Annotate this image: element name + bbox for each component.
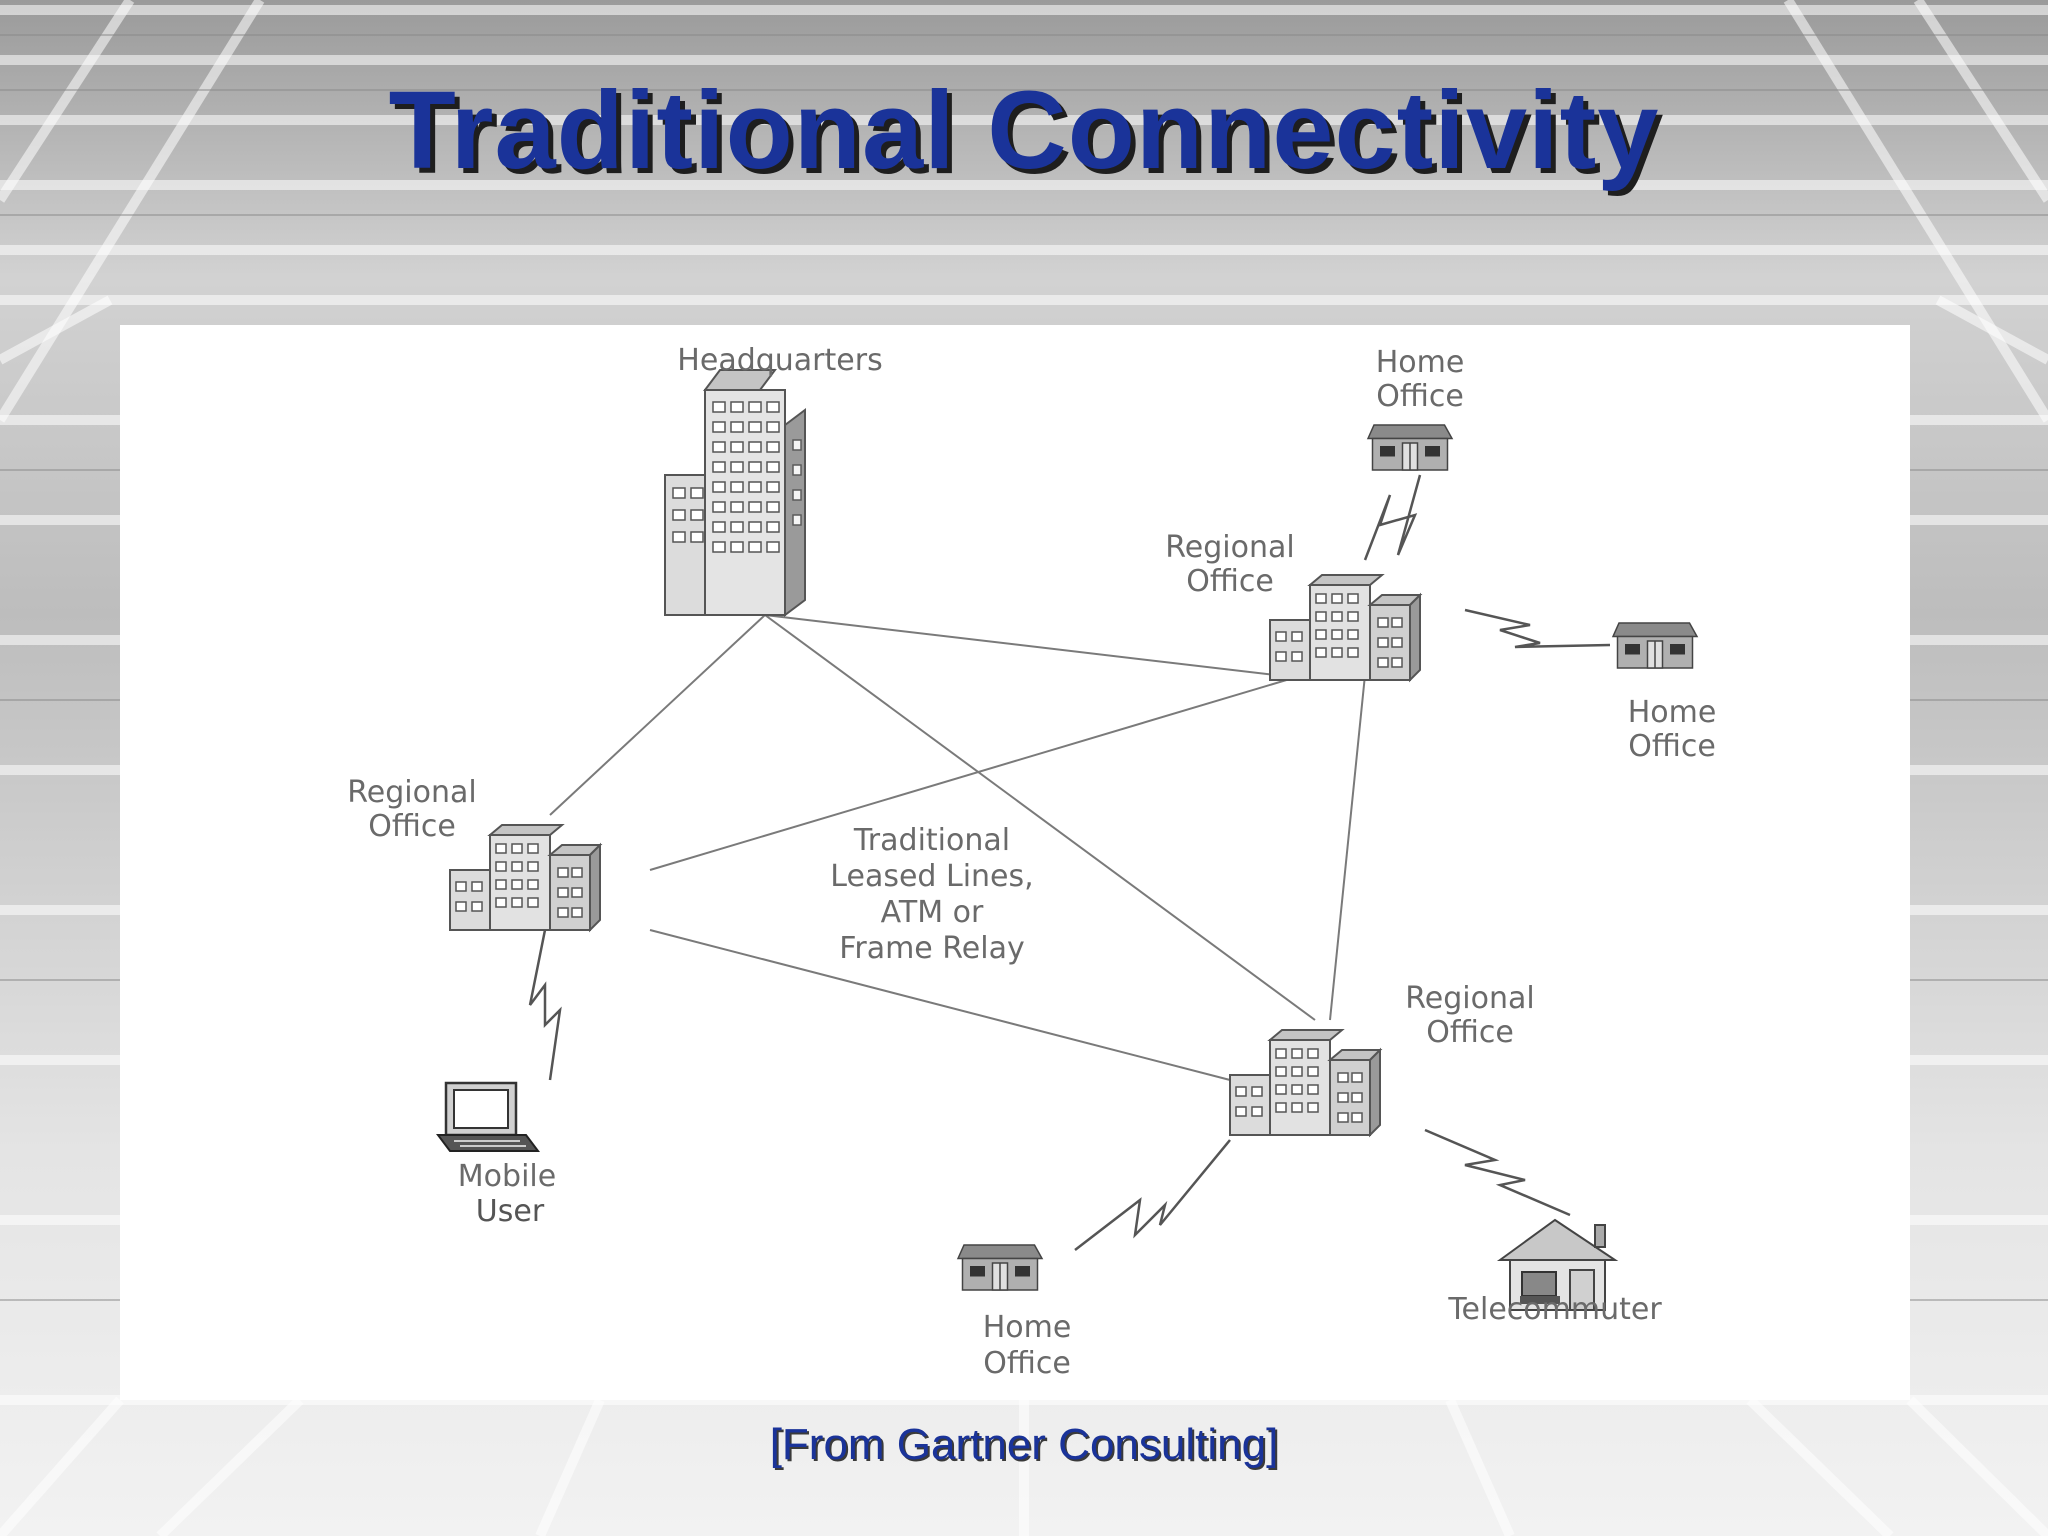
regional-office-se-label-line2: Office: [1426, 1015, 1514, 1050]
regional-office-w-building: [449, 824, 601, 931]
regional-office-w-label-line2: Office: [368, 809, 456, 844]
mobile-user-label-line1: Mobile: [458, 1159, 556, 1194]
regional-office-se-label-line1: Regional: [1405, 981, 1534, 1016]
home-office-right-label-line1: Home: [1628, 695, 1717, 730]
home-office-right-building: [1612, 622, 1698, 669]
home-office-bottom-label-line2: Office: [983, 1346, 1071, 1381]
network-label-line2: Leased Lines,: [830, 859, 1033, 894]
regional-office-ne-label-line2: Office: [1186, 564, 1274, 599]
home-office-bottom-label-line1: Home: [983, 1310, 1072, 1345]
network-label-line4: Frame Relay: [839, 931, 1024, 966]
mobile-user-label-line2: User: [476, 1194, 545, 1229]
headquarters-building: [664, 369, 806, 617]
telecommuter-house-icon: [1496, 1218, 1619, 1311]
network-label-line3: ATM or: [881, 895, 984, 930]
regional-office-ne-label-line1: Regional: [1165, 530, 1294, 565]
source-caption: [From Gartner Consulting]: [769, 1420, 1279, 1469]
home-office-right-label-line2: Office: [1628, 729, 1716, 764]
regional-office-se-building: [1229, 1029, 1381, 1136]
laptop-icon: [436, 1081, 540, 1152]
leased-lines: [549, 614, 1366, 1081]
home-office-top-label-line1: Home: [1376, 345, 1465, 380]
home-office-bottom-building: [957, 1244, 1043, 1291]
slide-title: Traditional Connectivity: [388, 69, 1660, 192]
home-office-top-label-line2: Office: [1376, 379, 1464, 414]
network-label-line1: Traditional: [853, 823, 1010, 858]
headquarters-label: Headquarters: [677, 343, 882, 378]
network-diagram: Headquarters Regional Office Regional Of…: [347, 343, 1717, 1381]
regional-office-ne-building: [1269, 574, 1421, 681]
home-office-top-building: [1367, 424, 1453, 471]
diagram-panel: Headquarters Regional Office Regional Of…: [120, 325, 1910, 1400]
wireless-links: [528, 474, 1611, 1251]
telecommuter-label: Telecommuter: [1447, 1292, 1662, 1327]
regional-office-w-label-line1: Regional: [347, 775, 476, 810]
